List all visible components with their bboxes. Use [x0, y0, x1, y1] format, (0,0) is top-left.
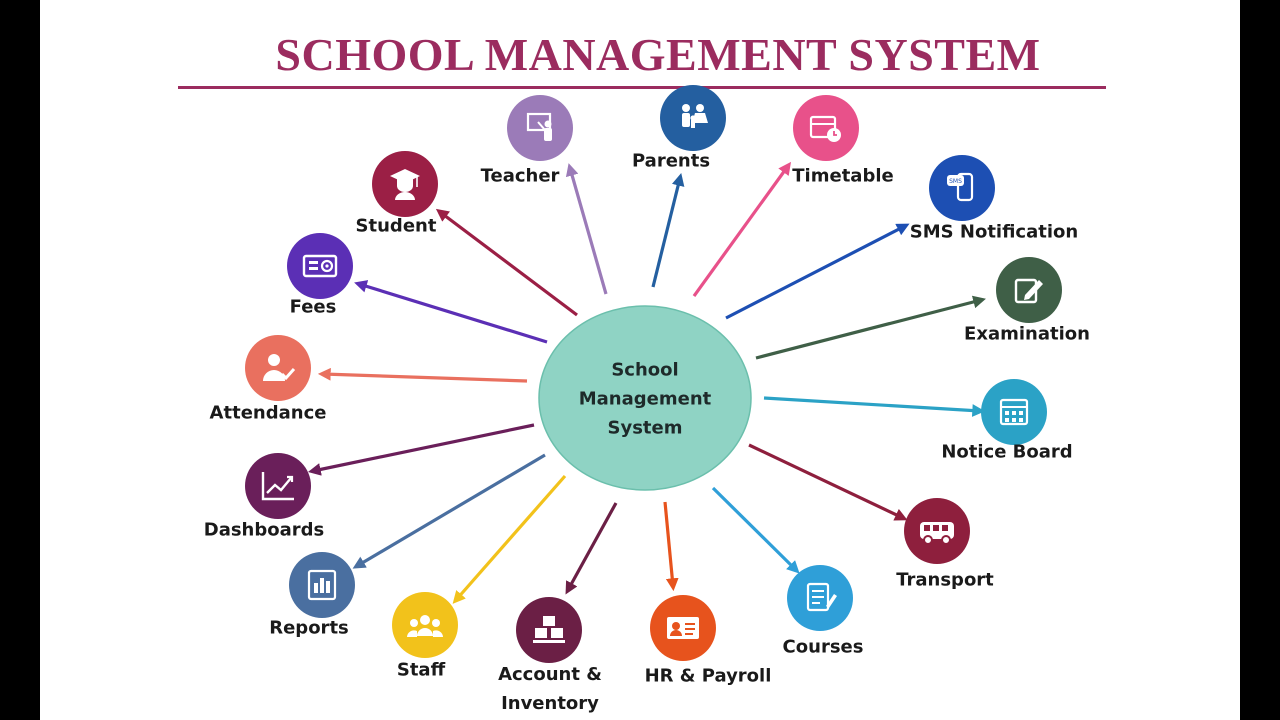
graduate-icon	[390, 169, 420, 200]
connector-arrow-courses	[711, 486, 800, 574]
module-label-notice: Notice Board	[941, 441, 1073, 463]
connector-arrow-teacher	[565, 163, 608, 295]
module-node-examination	[996, 257, 1062, 323]
teacher-board-icon	[526, 112, 552, 141]
module-node-fees	[287, 233, 353, 299]
module-label-line: Inventory	[501, 693, 599, 714]
module-node-transport	[904, 498, 970, 564]
report-icon	[307, 569, 337, 601]
connector-arrow-examination	[755, 295, 986, 360]
module-label-student: Student	[355, 215, 437, 237]
module-circle	[996, 257, 1062, 323]
family-icon	[682, 104, 708, 128]
module-label-fees: Fees	[289, 296, 337, 318]
module-label-transport: Transport	[896, 569, 994, 591]
module-nodes: SMS	[245, 85, 1062, 663]
module-label-teacher: Teacher	[480, 165, 560, 187]
module-label-attendance: Attendance	[209, 402, 327, 424]
module-label-dashboards: Dashboards	[203, 519, 325, 541]
module-label-reports: Reports	[269, 617, 349, 639]
module-node-courses	[787, 565, 853, 631]
connector-arrow-hr	[663, 501, 679, 592]
module-node-timetable	[793, 95, 859, 161]
svg-text:SMS: SMS	[949, 178, 962, 185]
module-node-student	[372, 151, 438, 217]
module-label-sms: SMS Notification	[909, 221, 1079, 243]
module-label-timetable: Timetable	[792, 165, 894, 187]
center-hub-line: System	[607, 417, 683, 439]
module-circle	[793, 95, 859, 161]
connector-arrow-transport	[748, 443, 908, 521]
module-node-staff	[392, 592, 458, 658]
connector-arrow-staff	[452, 474, 567, 604]
bus-icon	[920, 522, 954, 545]
connector-arrow-parents	[651, 173, 685, 288]
center-hub-line: Management	[578, 388, 712, 410]
module-circle	[516, 597, 582, 663]
boxes-icon	[533, 616, 565, 643]
connector-arrow-account	[565, 502, 618, 595]
module-node-account	[516, 597, 582, 663]
module-node-reports	[289, 552, 355, 618]
title-underline	[178, 86, 1106, 89]
connector-arrow-notice	[763, 396, 986, 417]
module-node-parents	[660, 85, 726, 151]
connector-arrows	[307, 161, 986, 604]
person-check-icon	[263, 354, 296, 381]
module-node-sms: SMS	[929, 155, 995, 221]
page-title: SCHOOL MANAGEMENT SYSTEM	[275, 29, 1041, 80]
module-circle	[245, 335, 311, 401]
connector-arrow-sms	[725, 223, 910, 320]
module-label-courses: Courses	[782, 636, 864, 658]
module-label-account: Account & Inventory	[498, 660, 602, 718]
module-label-parents: Parents	[631, 150, 711, 172]
connector-arrow-fees	[354, 280, 548, 344]
module-label-staff: Staff	[396, 659, 446, 681]
group-icon	[407, 615, 443, 637]
module-node-notice	[981, 379, 1047, 445]
center-hub-label: School Management System	[555, 356, 735, 443]
trend-chart-icon	[261, 472, 294, 501]
module-circle	[507, 95, 573, 161]
center-hub	[538, 305, 752, 491]
connector-arrow-student	[435, 208, 578, 317]
document-pen-icon	[806, 582, 837, 612]
module-label-hr: HR & Payroll	[644, 665, 772, 687]
module-circle	[287, 233, 353, 299]
module-label-line: Account &	[498, 664, 602, 685]
id-card-icon	[667, 617, 699, 639]
calendar-icon	[999, 398, 1029, 426]
connector-arrow-timetable	[692, 161, 792, 297]
calendar-clock-icon	[809, 115, 841, 142]
module-node-hr	[650, 595, 716, 661]
module-label-examination: Examination	[964, 323, 1090, 345]
module-node-teacher	[507, 95, 573, 161]
connector-arrow-reports	[352, 453, 546, 569]
sms-phone-icon: SMS	[947, 172, 974, 202]
module-node-dashboards	[245, 453, 311, 519]
connector-arrow-dashboards	[307, 423, 535, 476]
module-node-attendance	[245, 335, 311, 401]
module-circle	[929, 155, 995, 221]
connector-arrow-attendance	[317, 367, 528, 383]
receipt-icon	[302, 254, 338, 278]
center-hub-line: School	[611, 359, 679, 381]
edit-icon	[1014, 278, 1043, 304]
